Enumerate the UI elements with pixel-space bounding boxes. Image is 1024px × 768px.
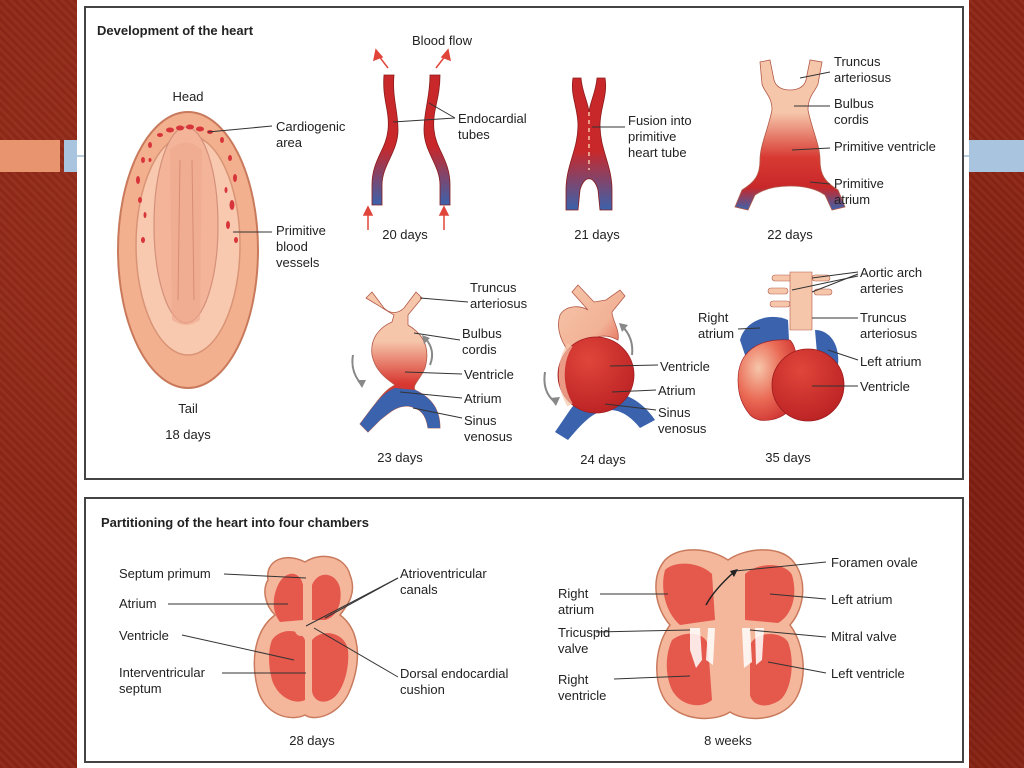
cardiogenic-label-2: area xyxy=(276,135,303,150)
endocardial-tubes-20-days xyxy=(362,48,456,230)
accent-band-blue-left xyxy=(64,140,77,172)
accent-band-orange xyxy=(0,140,60,172)
tricuspid-label-2: valve xyxy=(558,641,589,656)
truncus-35-label-1: Truncus xyxy=(860,310,907,325)
septum-primum-label: Septum primum xyxy=(119,566,211,581)
embryo-leader-lines xyxy=(207,125,273,233)
right-atrium-8w-label-1: Right xyxy=(558,586,589,601)
vessels-label-1: Primitive xyxy=(276,223,326,238)
bulbus-22-label-2: cordis xyxy=(834,112,869,127)
heart-tube-22-days xyxy=(734,59,846,211)
right-atrium-35-label-1: Right xyxy=(698,310,729,325)
truncus-22-label-1: Truncus xyxy=(834,54,881,69)
truncus-22-label-2: arteriosus xyxy=(834,70,892,85)
atrium-28-label: Atrium xyxy=(119,596,157,611)
right-ventricle-label-1: Right xyxy=(558,672,589,687)
aortic-label-1: Aortic arch xyxy=(860,265,923,280)
right-atrium-8w-label-2: atrium xyxy=(558,602,595,617)
tail-label: Tail xyxy=(178,401,198,416)
sinus-24-label-1: Sinus xyxy=(658,405,691,420)
av-canals-label-1: Atrioventricular xyxy=(400,566,487,581)
left-ventricle-label: Left ventricle xyxy=(831,666,905,681)
atrium-22-label-1: Primitive xyxy=(834,176,884,191)
bulbus-23-label-1: Bulbus xyxy=(462,326,502,341)
iv-septum-label-2: septum xyxy=(119,681,162,696)
head-label: Head xyxy=(172,89,204,104)
accent-band-blue-right xyxy=(969,140,1024,172)
atrium-22-label-2: atrium xyxy=(834,192,871,207)
development-title: Development of the heart xyxy=(97,23,254,38)
blood-flow-label: Blood flow xyxy=(412,33,472,48)
bulbus-22-label-1: Bulbus xyxy=(834,96,874,111)
av-canals-label-2: canals xyxy=(400,582,438,597)
endocardial-label-2: tubes xyxy=(458,127,490,142)
days-22-label: 22 days xyxy=(767,227,813,242)
cardiogenic-label-1: Cardiogenic xyxy=(276,119,346,134)
fusion-label-1: Fusion into xyxy=(628,113,692,128)
sinus-23-label-2: venosus xyxy=(464,429,513,444)
ventricle-35-label: Ventricle xyxy=(860,379,910,394)
heart-35-days xyxy=(737,271,859,422)
sinus-23-label-1: Sinus xyxy=(464,413,497,428)
mitral-label: Mitral valve xyxy=(831,629,897,644)
truncus-23-label-2: arteriosus xyxy=(470,296,528,311)
days-24-label: 24 days xyxy=(580,452,626,467)
days-28-label: 28 days xyxy=(289,733,335,748)
heart-23-days xyxy=(351,291,469,433)
right-atrium-35-label-2: atrium xyxy=(698,326,735,341)
partitioning-panel xyxy=(84,497,964,763)
dorsal-cushion-label-2: cushion xyxy=(400,682,445,697)
vessels-label-2: blood xyxy=(276,239,308,254)
embryo-18-days xyxy=(117,111,259,389)
fusion-label-2: primitive xyxy=(628,129,677,144)
days-20-label: 20 days xyxy=(382,227,428,242)
aortic-label-2: arteries xyxy=(860,281,904,296)
heart-24-days xyxy=(543,284,659,440)
endocardial-label-1: Endocardial xyxy=(458,111,527,126)
left-atrium-8w-label: Left atrium xyxy=(831,592,893,607)
left-atrium-35-label: Left atrium xyxy=(860,354,922,369)
fusion-label-3: heart tube xyxy=(628,145,687,160)
ventricle-22-label: Primitive ventricle xyxy=(834,139,936,154)
atrium-24-label: Atrium xyxy=(658,383,696,398)
truncus-35-label-2: arteriosus xyxy=(860,326,918,341)
partitioning-title: Partitioning of the heart into four cham… xyxy=(101,515,369,530)
weeks-8-label: 8 weeks xyxy=(704,733,752,748)
dorsal-cushion-label-1: Dorsal endocardial xyxy=(400,666,509,681)
heart-8-weeks xyxy=(595,549,827,720)
vessels-label-3: vessels xyxy=(276,255,320,270)
foramen-label: Foramen ovale xyxy=(831,555,918,570)
tricuspid-label-1: Tricuspid xyxy=(558,625,611,640)
ventricle-23-label: Ventricle xyxy=(464,367,514,382)
heart-tube-21-days xyxy=(565,77,625,211)
sinus-24-label-2: venosus xyxy=(658,421,707,436)
ventricle-24-label: Ventricle xyxy=(660,359,710,374)
right-ventricle-label-2: ventricle xyxy=(558,688,607,703)
days-21-label: 21 days xyxy=(574,227,620,242)
iv-septum-label-1: Interventricular xyxy=(119,665,205,680)
days-23-label: 23 days xyxy=(377,450,423,465)
days-35-label: 35 days xyxy=(765,450,811,465)
heart-28-days xyxy=(168,555,399,719)
ventricle-28-label: Ventricle xyxy=(119,628,169,643)
bulbus-23-label-2: cordis xyxy=(462,342,497,357)
days-18-label: 18 days xyxy=(165,427,211,442)
truncus-23-label-1: Truncus xyxy=(470,280,517,295)
atrium-23-label: Atrium xyxy=(464,391,502,406)
